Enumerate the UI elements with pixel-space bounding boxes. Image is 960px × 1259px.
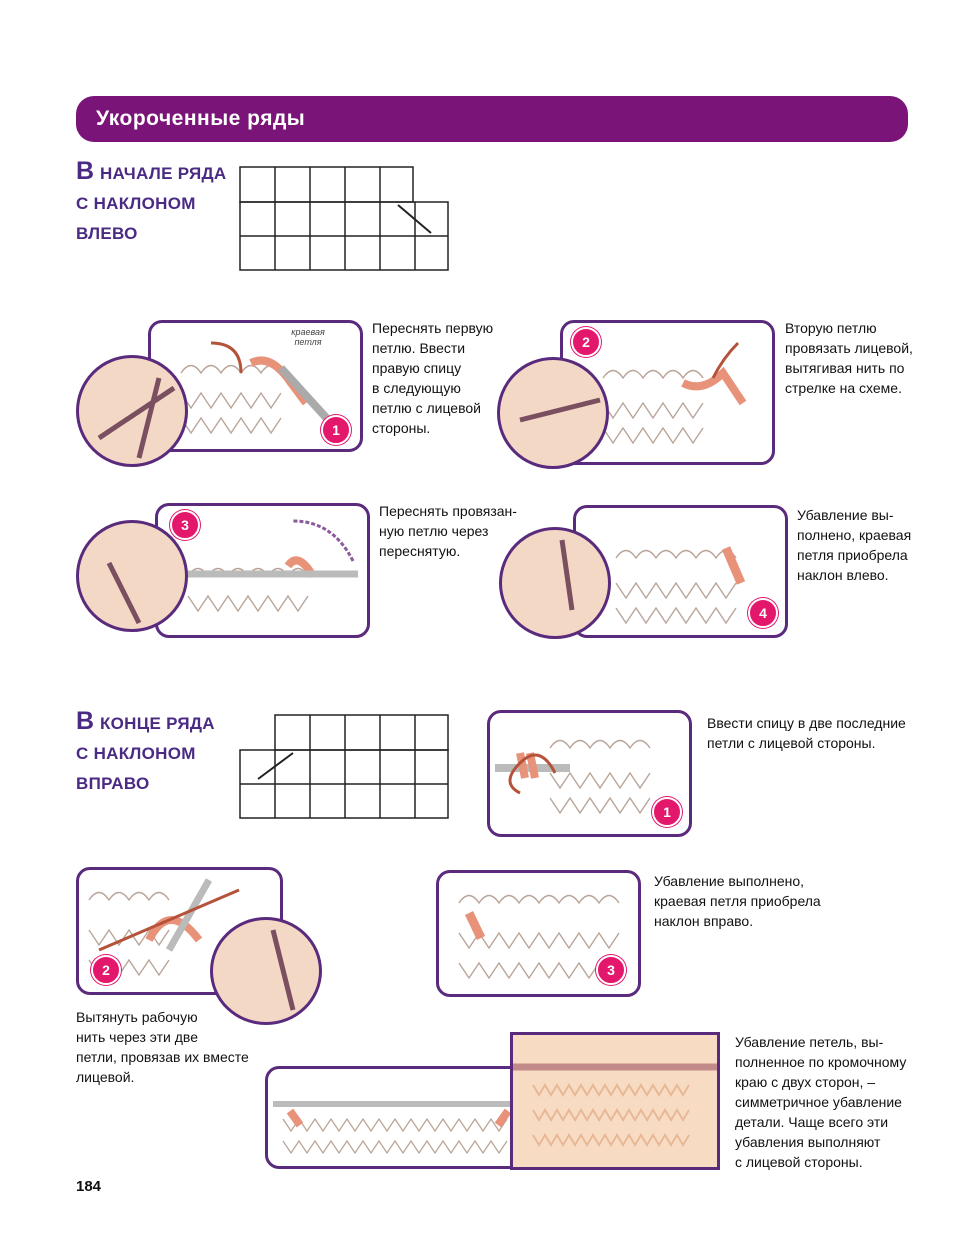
step-badge: 1 <box>652 797 682 827</box>
text-line: наклон влево. <box>797 567 889 583</box>
text-line: петлю с лицевой <box>372 400 481 416</box>
heading-line2: с наклоном <box>76 744 196 763</box>
text-line: детали. Чаще всего эти <box>735 1114 889 1130</box>
text-line: стороны. <box>372 420 431 436</box>
step-badge: 4 <box>748 598 778 628</box>
chart-grid-right <box>239 714 449 819</box>
edge-stitch-label: краевая петля <box>291 327 325 347</box>
knitting-diagram <box>615 546 746 625</box>
text-line: наклон вправо. <box>654 913 754 929</box>
text-line: Переснять первую <box>372 320 494 336</box>
text-line: ную петлю через <box>379 523 489 539</box>
text-line: убавления выполняют <box>735 1134 881 1150</box>
text-line: лицевой. <box>76 1069 135 1085</box>
text-line: полненное по кромочному <box>735 1054 907 1070</box>
step2-1-text: Ввести спицу в две последние петли с лиц… <box>707 713 937 753</box>
section2-heading: В конце ряда с наклоном вправо <box>76 706 215 799</box>
heading-line3: влево <box>76 224 138 243</box>
step-badge: 3 <box>596 955 626 985</box>
step1-2-photo <box>497 357 609 469</box>
text-line: с лицевой стороны. <box>735 1154 863 1170</box>
final-photo <box>510 1032 720 1170</box>
step-badge: 2 <box>91 955 121 985</box>
knitting-diagram <box>88 878 240 977</box>
text-line: вытягивая нить по <box>785 360 905 376</box>
text-line: краю с двух сторон, – <box>735 1074 876 1090</box>
step1-4-photo <box>499 527 611 639</box>
curved-arrow-icon <box>98 888 240 952</box>
knitting-diagram <box>273 1101 520 1155</box>
text-line: стрелке на схеме. <box>785 380 902 396</box>
step1-1-photo <box>76 355 188 467</box>
text-line: правую спицу <box>372 360 462 376</box>
section-banner: Укороченные ряды <box>76 96 908 142</box>
text-line: Вторую петлю <box>785 320 877 336</box>
curved-arrow-icon <box>508 753 557 795</box>
text-line: нить через эти две <box>76 1029 198 1045</box>
step-badge: 3 <box>170 510 200 540</box>
heading-line2: с наклоном <box>76 194 196 213</box>
heading-initial: В <box>76 707 95 735</box>
step1-4-text: Убавление вы- полнено, краевая петля при… <box>797 505 937 585</box>
step2-2-photo <box>210 917 322 1025</box>
knitting-diagram <box>495 739 651 815</box>
text-line: Переснять провязан- <box>379 503 517 519</box>
text-line: Ввести спицу в две последние <box>707 715 906 731</box>
section1-heading: В начале ряда с наклоном влево <box>76 156 226 249</box>
step1-1-text: Переснять первую петлю. Ввести правую сп… <box>372 318 502 438</box>
chart-grid-left <box>239 166 449 271</box>
curved-arrow-icon <box>711 341 740 379</box>
text-line: Вытянуть рабочую <box>76 1009 198 1025</box>
heading-line1: конце ряда <box>99 714 215 733</box>
text-line: провязать лицевой, <box>785 340 913 356</box>
knitted-swatch <box>513 1063 717 1147</box>
step-badge: 2 <box>571 327 601 357</box>
heading-line3: вправо <box>76 774 150 793</box>
text-line: петля приобрела <box>797 547 908 563</box>
step1-2-text: Вторую петлю провязать лицевой, вытягива… <box>785 318 925 398</box>
step1-3-photo <box>76 520 188 632</box>
page-number: 184 <box>76 1178 102 1195</box>
step2-3-text: Убавление выполнено, краевая петля приоб… <box>654 871 854 931</box>
knitting-diagram <box>458 894 620 980</box>
text-line: Убавление вы- <box>797 507 894 523</box>
step-badge: 1 <box>321 415 351 445</box>
step2-2-text: Вытянуть рабочую нить через эти две петл… <box>76 1007 276 1087</box>
text-line: петли с лицевой стороны. <box>707 735 876 751</box>
curved-arrow-icon <box>292 519 355 562</box>
text-line: в следующую <box>372 380 461 396</box>
final-diagram <box>265 1066 528 1169</box>
text-line: симметричное убавление <box>735 1094 902 1110</box>
text-line: петли, провязав их вместе <box>76 1049 249 1065</box>
text-line: Убавление выполнено, <box>654 873 805 889</box>
text-line: полнено, краевая <box>797 527 912 543</box>
knitting-diagram <box>180 341 334 435</box>
heading-initial: В <box>76 157 95 185</box>
curved-arrow-icon <box>210 341 243 374</box>
knitting-diagram <box>602 341 747 445</box>
heading-line1: начале ряда <box>99 164 227 183</box>
text-line: краевая петля приобрела <box>654 893 821 909</box>
text-line: переснятую. <box>379 543 461 559</box>
step1-3-text: Переснять провязан- ную петлю через пере… <box>379 501 519 561</box>
knitting-diagram <box>178 519 358 613</box>
final-text: Убавление петель, вы- полненное по кромо… <box>735 1032 935 1172</box>
text-line: Убавление петель, вы- <box>735 1034 884 1050</box>
text-line: петлю. Ввести <box>372 340 466 356</box>
